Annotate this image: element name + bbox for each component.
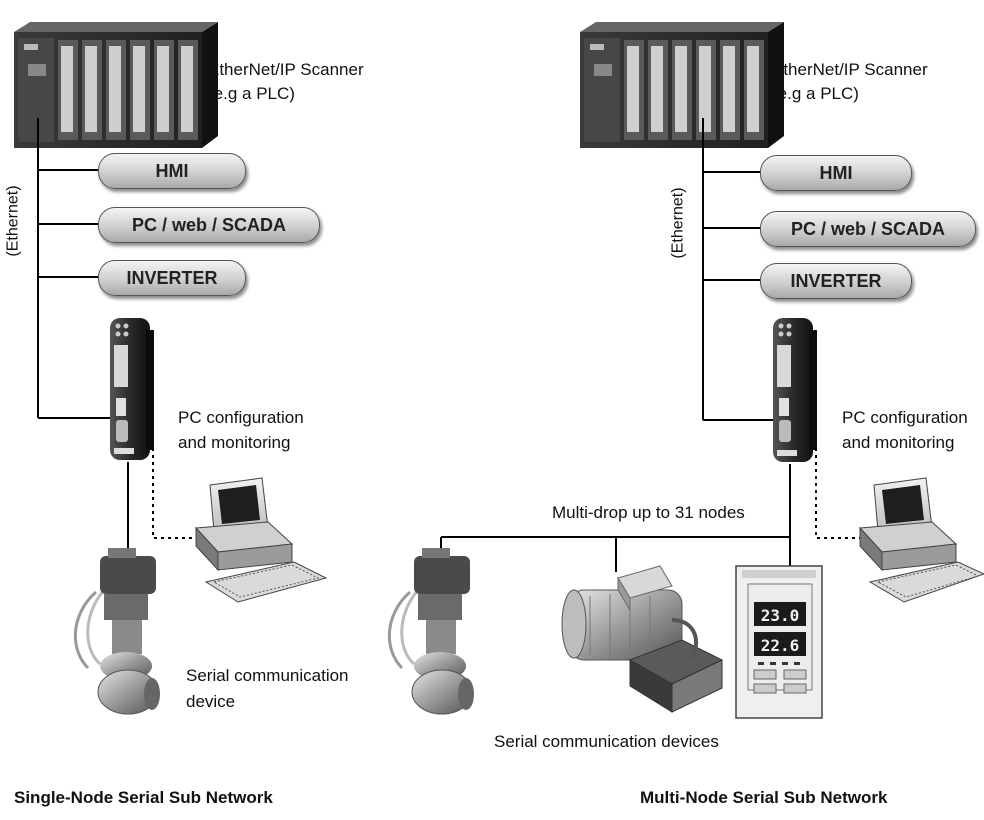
pc-monitoring-label-right: and monitoring <box>842 433 955 452</box>
ethernet-label-left: (Ethernet) <box>4 185 22 257</box>
multidrop-label: Multi-drop up to 31 nodes <box>552 503 745 522</box>
gateway-icon-right <box>773 318 817 462</box>
plc-icon-right <box>580 22 784 148</box>
serial-devices-label-right: Serial communication devices <box>494 732 719 751</box>
pc-web-scada-device-left: PC / web / SCADA <box>98 207 320 243</box>
pc-web-scada-device-right: PC / web / SCADA <box>760 211 976 247</box>
plc-icon-left <box>14 22 218 148</box>
computer-icon-left <box>194 477 328 603</box>
scanner-label-right: EtherNet/IP Scanner <box>772 60 928 79</box>
valve-icon-left <box>74 548 160 715</box>
gateway-icon-left <box>110 318 154 460</box>
display-upper-readout: 23.0 <box>761 606 800 625</box>
serial-device-label-left: Serial communication <box>186 666 349 685</box>
single-node-caption: Single-Node Serial Sub Network <box>14 788 273 807</box>
multi-node-caption: Multi-Node Serial Sub Network <box>640 788 888 807</box>
valve-icon-right <box>388 548 474 715</box>
inverter-device-right: INVERTER <box>760 263 912 299</box>
ethernet-label-right: (Ethernet) <box>669 187 687 259</box>
hmi-device-left: HMI <box>98 153 246 189</box>
scanner-label-left: EtherNet/IP Scanner <box>208 60 364 79</box>
pc-monitoring-label-left: and monitoring <box>178 433 291 452</box>
hmi-device-right: HMI <box>760 155 912 191</box>
config-link-left <box>152 448 198 539</box>
ethernet-bus-left <box>37 118 129 548</box>
display-lower-readout: 22.6 <box>761 636 800 655</box>
pc-config-label-right: PC configuration <box>842 408 968 427</box>
serial-device-sublabel-left: device <box>186 692 236 711</box>
temperature-controller-icon: 23.0 22.6 <box>735 565 823 719</box>
pc-config-label-left: PC configuration <box>178 408 304 427</box>
motor-icon <box>561 565 724 713</box>
ethernet-bus-right <box>702 118 775 421</box>
scanner-sublabel-left: (e.g a PLC) <box>208 84 295 103</box>
scanner-sublabel-right: (e.g a PLC) <box>772 84 859 103</box>
computer-icon-right <box>858 477 984 603</box>
config-link-right <box>815 448 862 539</box>
inverter-device-left: INVERTER <box>98 260 246 296</box>
